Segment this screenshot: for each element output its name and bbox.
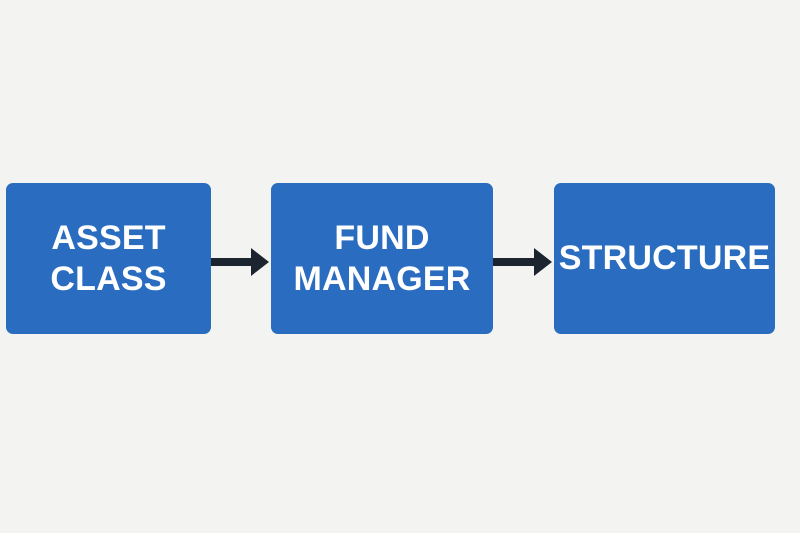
asset-class-label-line-1: ASSET xyxy=(51,218,166,257)
structure-box: STRUCTURE xyxy=(554,183,775,334)
structure-label: STRUCTURE xyxy=(559,238,770,279)
fund-manager-box: FUND MANAGER xyxy=(271,183,493,334)
arrow-right-icon xyxy=(211,248,269,276)
fund-manager-label-line-2: MANAGER xyxy=(293,259,471,298)
asset-class-box: ASSET CLASS xyxy=(6,183,211,334)
structure-label-line-1: STRUCTURE xyxy=(558,239,771,277)
arrow-right-icon xyxy=(493,248,552,276)
asset-class-label-line-2: CLASS xyxy=(50,259,167,298)
fund-manager-label-line-1: FUND xyxy=(334,218,430,257)
fund-manager-label: FUND MANAGER xyxy=(293,218,470,300)
asset-class-label: ASSET CLASS xyxy=(50,218,166,300)
